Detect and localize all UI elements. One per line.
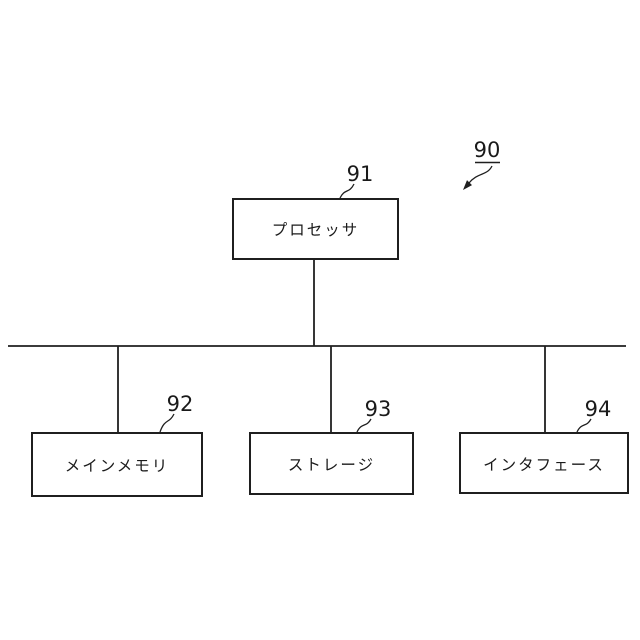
ref-leader-91 xyxy=(339,183,355,199)
figure-ref-label-90: 90 xyxy=(474,138,501,162)
figure-ref-arrowhead-icon xyxy=(463,180,472,190)
storage-label: ストレージ xyxy=(288,456,375,474)
ref-label-92: 92 xyxy=(167,392,194,416)
processor-box xyxy=(232,198,399,260)
main-memory-box xyxy=(31,432,203,497)
ref-leader-92 xyxy=(159,413,175,433)
ref-leader-94 xyxy=(576,418,592,433)
interface-box xyxy=(459,432,629,494)
ref-label-91: 91 xyxy=(347,162,374,186)
ref-label-94: 94 xyxy=(585,397,612,421)
ref-label-93: 93 xyxy=(365,397,392,421)
interface-label: インタフェース xyxy=(483,456,605,474)
main-memory-label: メインメモリ xyxy=(65,457,170,475)
figure-ref-arrow-shaft xyxy=(468,165,493,184)
processor-label: プロセッサ xyxy=(272,221,360,239)
ref-leader-93 xyxy=(356,418,372,433)
storage-box xyxy=(249,432,414,495)
